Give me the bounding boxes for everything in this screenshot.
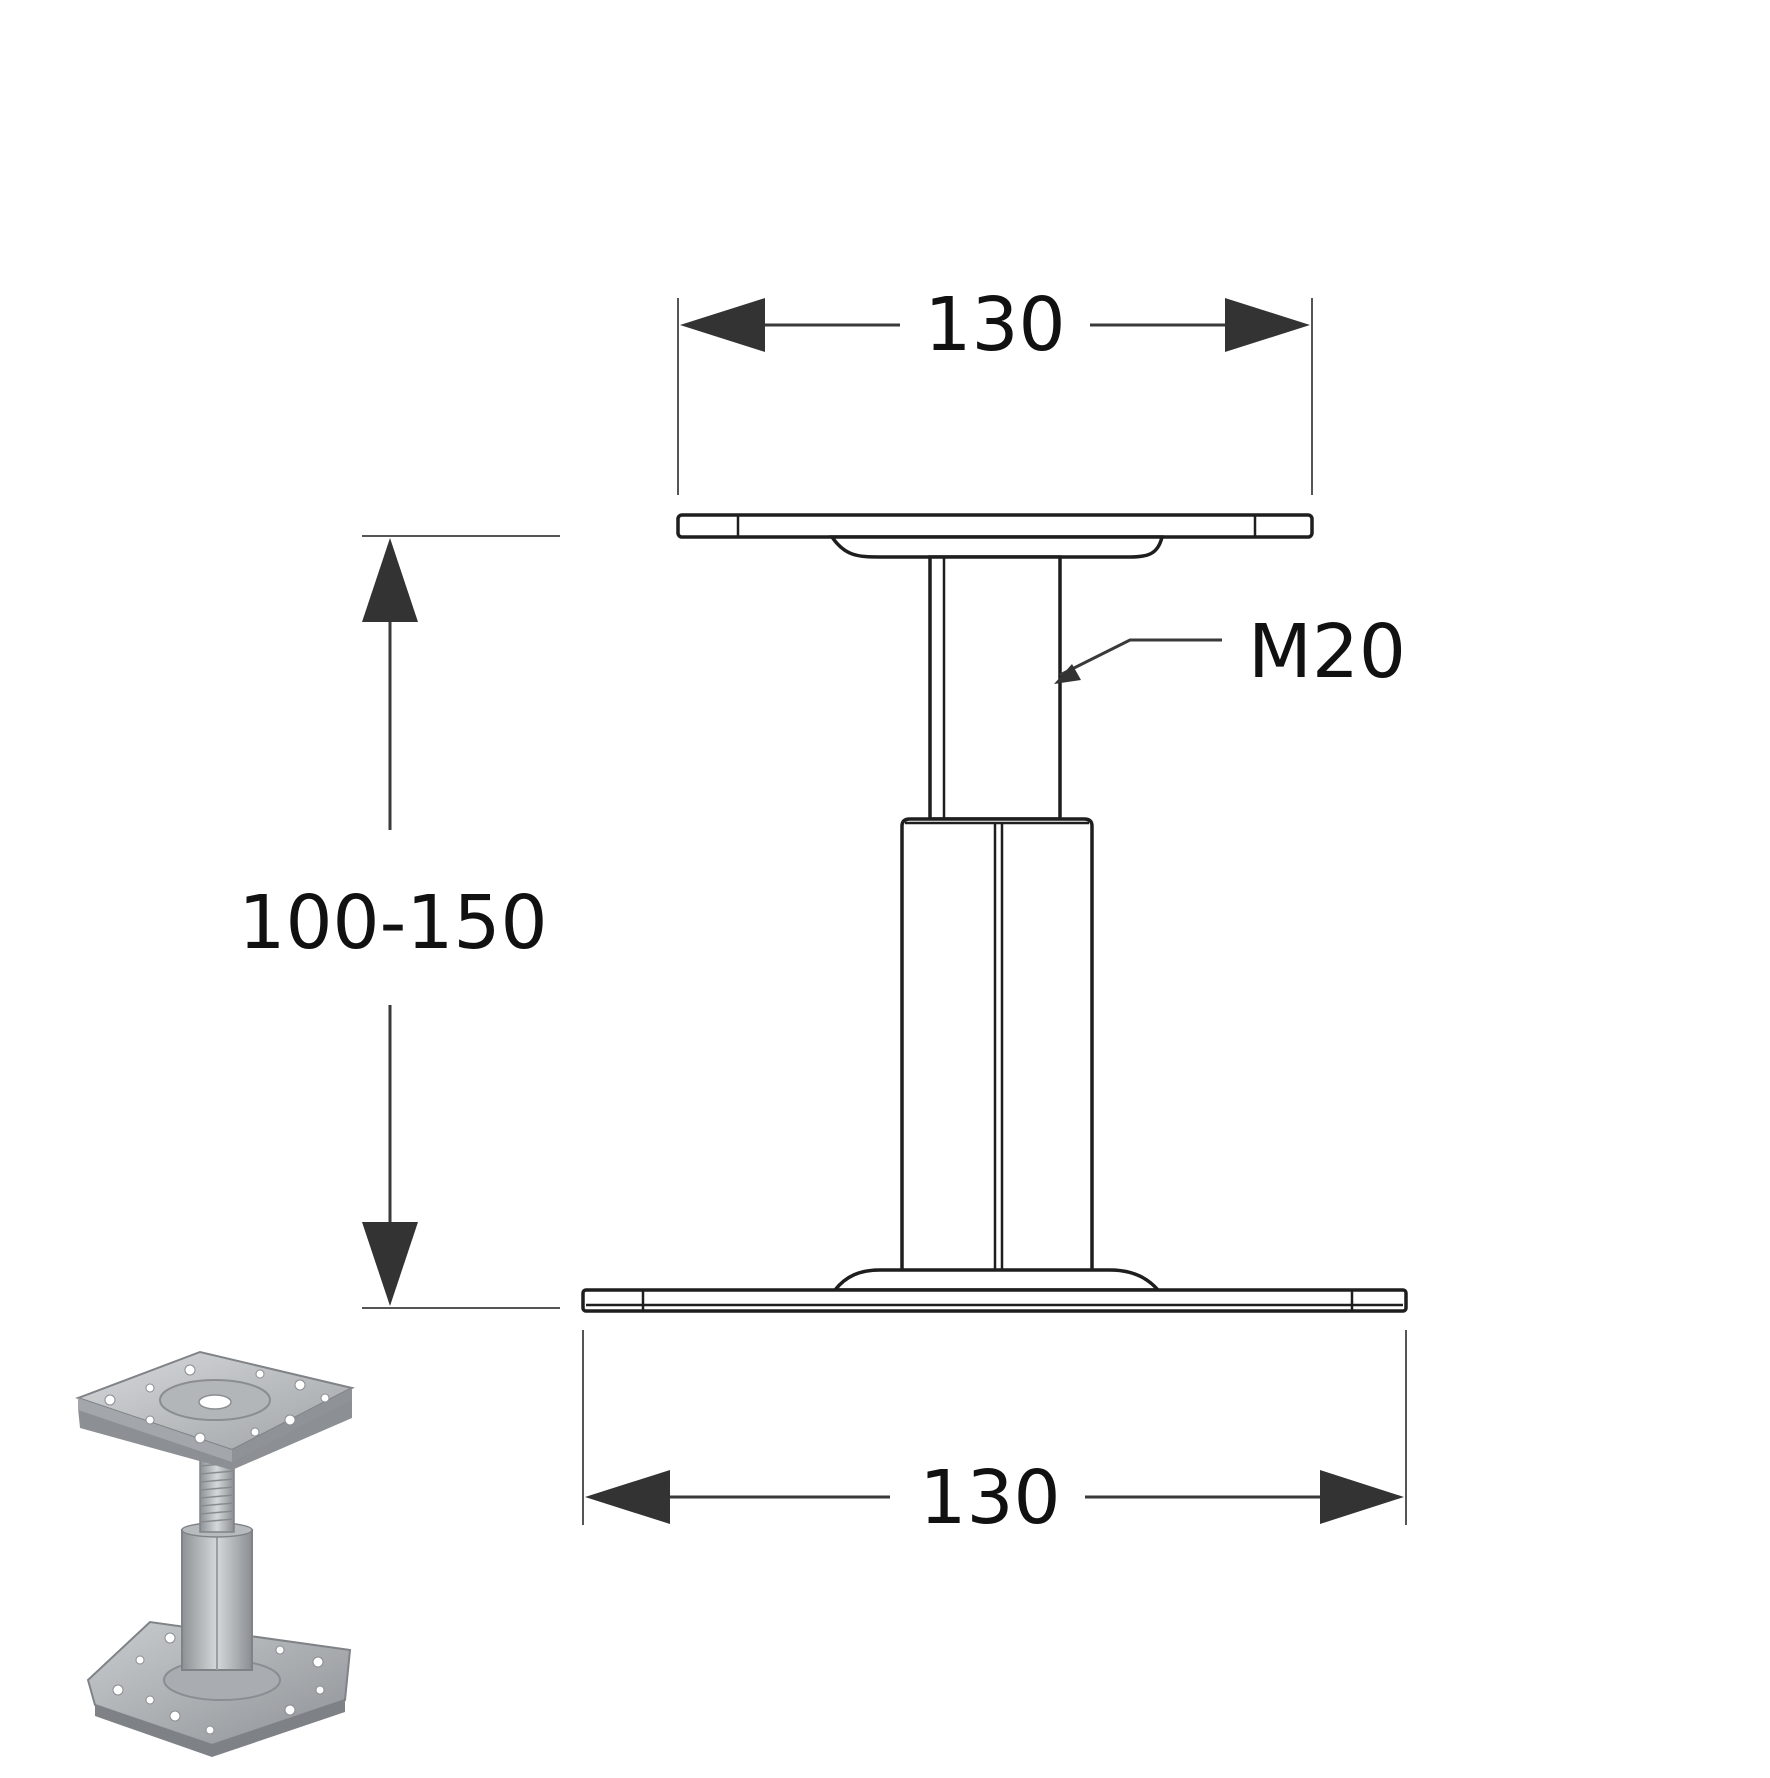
thread-label: M20	[1248, 609, 1406, 695]
arrow-up-icon	[362, 538, 418, 622]
arrow-right-icon	[1320, 1470, 1404, 1524]
leader-arrow-icon	[1054, 664, 1081, 684]
arrow-left-icon	[680, 298, 765, 352]
bottom-width-label: 130	[919, 1455, 1060, 1541]
arrow-left-icon	[585, 1470, 670, 1524]
product-photo-inset	[75, 1350, 355, 1757]
top-width-label: 130	[924, 282, 1065, 368]
top-width-dimension: 130	[677, 282, 1313, 495]
bottom-width-dimension: 130	[582, 1330, 1407, 1541]
hex-sleeve	[900, 817, 1094, 1275]
height-dimension: 100-150	[238, 535, 560, 1309]
threaded-rod	[928, 555, 1062, 821]
top-plate	[676, 513, 1314, 559]
height-range-label: 100-150	[238, 880, 547, 966]
arrow-down-icon	[362, 1222, 418, 1306]
bottom-plate	[581, 1268, 1408, 1313]
thread-callout: M20	[1054, 609, 1406, 695]
arrow-right-icon	[1225, 298, 1310, 352]
